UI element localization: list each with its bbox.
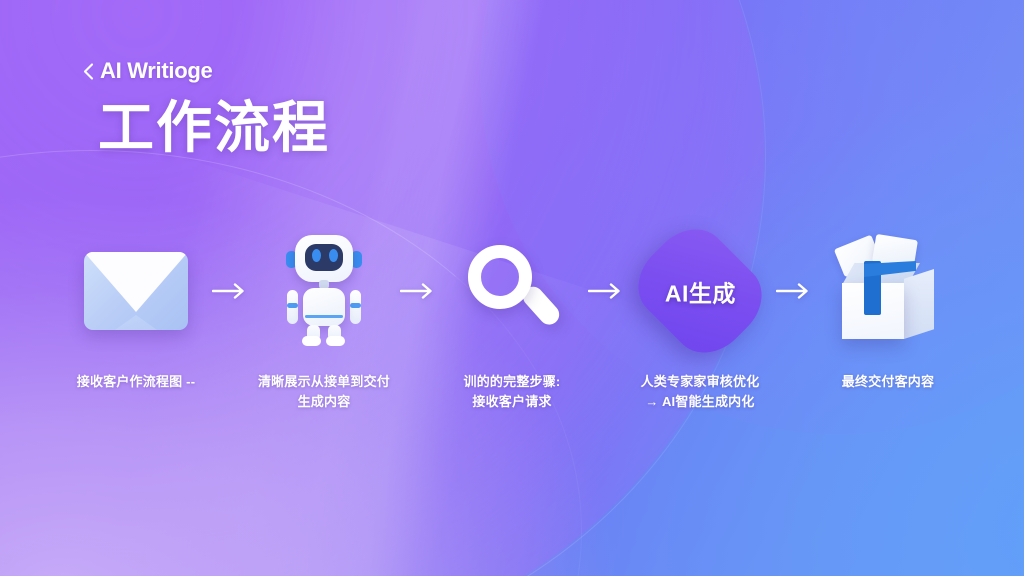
workflow-row: 接收客户作流程图 -- — [0, 213, 1024, 412]
step-4-caption-line2: → AI智能生成内化 — [645, 394, 755, 410]
page-title: 工作流程 — [98, 96, 330, 159]
envelope-icon — [84, 252, 188, 330]
workflow-step-5[interactable]: 最终交付客内容 — [820, 232, 956, 392]
step-2-icon-stage — [256, 232, 392, 350]
step-5-icon-stage — [820, 232, 956, 350]
step-2-caption-line1: 清晰展示从接单到交付 — [257, 374, 390, 389]
workflow-step-1[interactable]: 接收客户作流程图 -- — [68, 232, 204, 392]
step-3-caption-line2: 接收客户请求 — [472, 394, 552, 410]
robot-icon — [281, 235, 367, 347]
step-5-caption: 最终交付客内容 — [800, 372, 976, 392]
magnifier-icon — [466, 243, 564, 339]
arrow-1-icon — [204, 232, 256, 350]
chevron-left-icon[interactable] — [82, 62, 95, 80]
arrow-3-icon — [580, 232, 632, 350]
step-4-caption-line1: 人类专家家审核优化 — [640, 374, 760, 389]
workflow-step-4[interactable]: AI生成 人类专家家审核优化 → AI智能生成内化 — [622, 213, 778, 412]
brand-header[interactable]: AI Writioge — [82, 58, 213, 83]
arrow-4-icon — [768, 232, 820, 350]
step-1-caption: 接收客户作流程图 -- — [48, 372, 224, 392]
step-4-icon-stage: AI生成 — [622, 213, 778, 369]
workflow-step-2[interactable]: 清晰展示从接单到交付 生成内容 — [256, 232, 392, 412]
package-box-icon — [833, 233, 942, 343]
step-2-caption-line2: 生成内容 — [297, 394, 351, 410]
step-2-caption: 清晰展示从接单到交付 生成内容 — [236, 372, 412, 412]
step-1-icon-stage — [68, 232, 204, 350]
step-3-caption: 训的的完整步骤: 接收客户请求 — [424, 372, 600, 412]
step-1-caption-line1: 接收客户作流程图 -- — [76, 374, 196, 389]
arrow-2-icon — [392, 232, 444, 350]
workflow-step-3[interactable]: 训的的完整步骤: 接收客户请求 — [444, 232, 580, 412]
step-5-caption-line1: 最终交付客内容 — [841, 374, 935, 389]
brand-name: AI Writioge — [100, 58, 213, 83]
ai-badge-label: AI生成 — [664, 280, 736, 306]
step-4-caption: 人类专家家审核优化 → AI智能生成内化 — [612, 372, 788, 412]
ai-badge: AI生成 — [622, 213, 778, 369]
step-3-icon-stage — [444, 232, 580, 350]
step-3-caption-line1: 训的的完整步骤: — [463, 374, 561, 389]
